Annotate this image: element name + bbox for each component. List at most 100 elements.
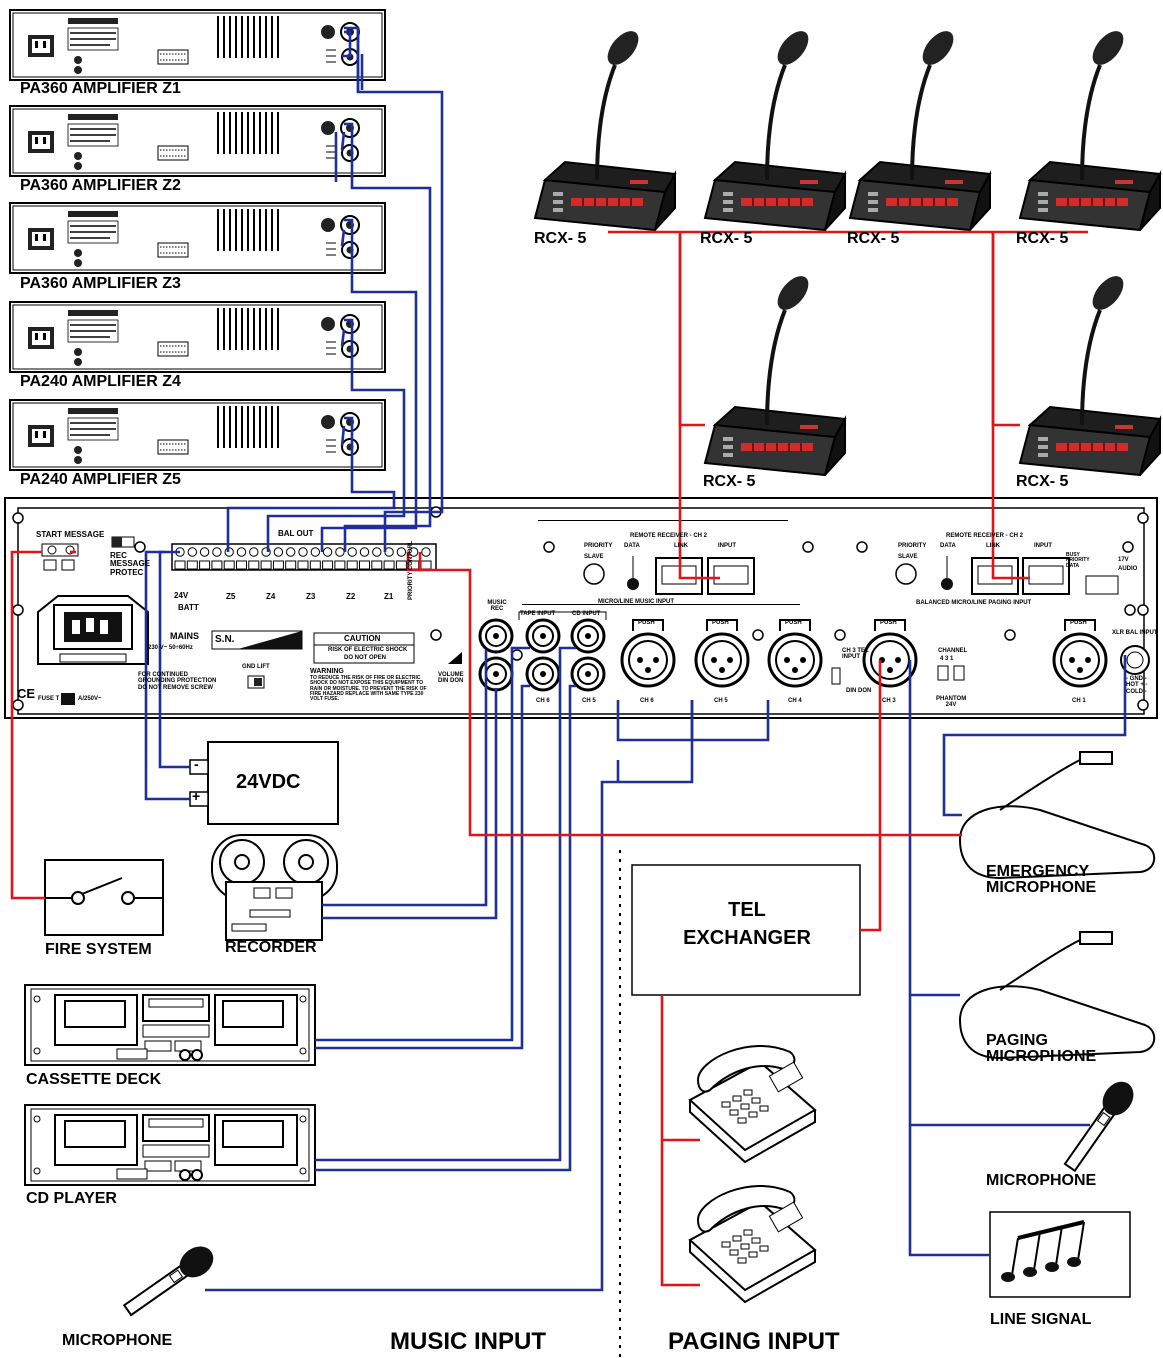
terminal-screw [273, 547, 284, 557]
terminal-slot [174, 560, 186, 570]
priority-control-label: PRIORITY CONTORL [408, 540, 414, 600]
mains-label: MAINS [170, 631, 199, 641]
balanced-paging-label: BALANCED MICRO/LINE PAGING INPUT [916, 600, 1032, 606]
terminal-screw [372, 547, 382, 557]
terminal-slot [199, 560, 211, 570]
terminal-slot [211, 560, 223, 570]
xlr-ch6-label: CH 6 [640, 698, 654, 704]
terminal-slot [285, 560, 297, 570]
zone-z5-label: Z5 [226, 592, 236, 601]
volume-label: VOLUME DIN DON [438, 672, 464, 685]
amplifier-z3 [9, 202, 386, 274]
amplifier-z1-label: PA360 AMPLIFIER Z1 [20, 80, 181, 97]
data-label-2: DATA [940, 543, 956, 549]
push-ch3: PUSH [880, 620, 897, 626]
cd-input-jack-2 [570, 656, 606, 692]
telephone-1 [689, 1044, 816, 1163]
terminal-screw [212, 547, 222, 557]
rcx5-remote-3 [848, 23, 992, 233]
amplifier-z2 [9, 105, 386, 177]
audio-label: AUDIO [1118, 566, 1138, 572]
warning-label: WARNING [310, 668, 344, 675]
start-message-label: START MESSAGE [36, 530, 105, 539]
link-label-1: LINK [674, 543, 688, 549]
push-ch5: PUSH [712, 620, 729, 626]
micro-line-music-label: MICRO/LINE MUSIC INPUT [598, 599, 674, 605]
cassette-deck-label: CASSETTE DECK [26, 1071, 162, 1088]
paging-microphone-label: PAGING MICROPHONE [986, 1032, 1097, 1065]
link-label-2: LINK [986, 543, 1000, 549]
terminal-slot [297, 560, 309, 570]
telephone-2 [689, 1184, 816, 1303]
input-label-1: INPUT [718, 543, 736, 549]
terminal-slot [371, 560, 383, 570]
amplifier-z4-label: PA240 AMPLIFIER Z4 [20, 373, 181, 390]
rcx5-label-4: RCX- 5 [1016, 230, 1069, 247]
tape-input-jack-1 [525, 618, 561, 654]
rcx5-label-2: RCX- 5 [700, 230, 753, 247]
terminal-screw [249, 547, 259, 557]
cd-input-label: CD INPUT [572, 611, 601, 617]
rcx5-label-6: RCX- 5 [1016, 473, 1069, 490]
input-label-2: INPUT [1034, 543, 1052, 549]
caution-label: CAUTION [344, 634, 381, 643]
emergency-microphone [959, 751, 1156, 879]
terminal-slot [346, 560, 358, 570]
serial-number-label: S.N. [215, 634, 235, 645]
zone-z3-label: Z3 [306, 592, 316, 601]
rec-message-label: REC MESSAGE PROTEC [110, 551, 151, 577]
tape-ch6-label: CH 6 [536, 698, 550, 704]
rcx5-remote-5 [703, 268, 847, 477]
hand-microphone-left [118, 1239, 221, 1323]
rcx5-label-1: RCX- 5 [534, 230, 587, 247]
din-don-label: DIN DON [846, 688, 872, 694]
terminal-slot [272, 560, 284, 570]
xlr-ch3-label: CH 3 [882, 698, 896, 704]
emergency-microphone-label: EMERGENCY MICROPHONE [986, 863, 1097, 896]
cassette-deck [24, 984, 316, 1066]
cd-player-label: CD PLAYER [26, 1190, 117, 1207]
mains-spec: 230 V~ 50÷60Hz [148, 645, 193, 651]
caution-sub-2: DO NOT OPEN [344, 655, 387, 661]
push-ch6: PUSH [638, 620, 655, 626]
music-input-heading: MUSIC INPUT [390, 1328, 546, 1355]
tape-input-label: TAPE INPUT [520, 611, 556, 617]
amplifier-z2-label: PA360 AMPLIFIER Z2 [20, 177, 181, 194]
xlr-pins-label: - GND - HOT + - COLD - [1126, 676, 1148, 695]
fire-system [44, 859, 164, 936]
main-unit-rear-panel [4, 497, 1158, 719]
power-supply-24vdc [189, 741, 339, 825]
remote-receiver-label-1: REMOTE RECEIVER - CH 2 [630, 533, 708, 539]
xlr-ch4-label: CH 4 [788, 698, 802, 704]
terminal-slot [334, 560, 346, 570]
terminal-screw [335, 547, 345, 557]
slave-label-1: SLAVE [584, 554, 604, 560]
xlr-ch1-label: CH 1 [1072, 698, 1086, 704]
warning-text: TO REDUCE THE RISK OF FIRE OR ELECTRIC S… [310, 675, 427, 702]
remote-receiver-label-2: REMOTE RECEIVER - CH 2 [946, 533, 1024, 539]
terminal-screw [187, 547, 198, 557]
fuse-spec: A/250V~ [78, 696, 102, 702]
channel-numbers: 4 3 1 [940, 656, 954, 662]
music-rec-label: MUSIC REC [487, 600, 507, 613]
terminal-slot [395, 560, 407, 570]
phantom-label: PHANTOM 24V [936, 696, 967, 709]
amplifier-z5-label: PA240 AMPLIFIER Z5 [20, 471, 181, 488]
terminal-screw [421, 547, 431, 557]
cd-input-jack-1 [570, 618, 606, 654]
recorder [211, 834, 338, 941]
cd-player [24, 1104, 316, 1186]
terminal-slot [260, 560, 272, 570]
terminal-slot [248, 560, 260, 570]
terminal-slot [309, 560, 321, 570]
recorder-label: RECORDER [225, 939, 317, 956]
priority-label-1: PRIORITY [584, 543, 613, 549]
rcx5-remote-6 [1018, 268, 1162, 477]
grounding-note: FOR CONTINUED GROUNDING PROTECTION DO NO… [138, 672, 217, 691]
terminal-screw [409, 547, 419, 557]
terminal-slot [186, 560, 198, 570]
music-rec-jack-1 [478, 618, 514, 654]
gnd-lift-label: GND LIFT [242, 664, 270, 670]
push-ch1: PUSH [1070, 620, 1087, 626]
